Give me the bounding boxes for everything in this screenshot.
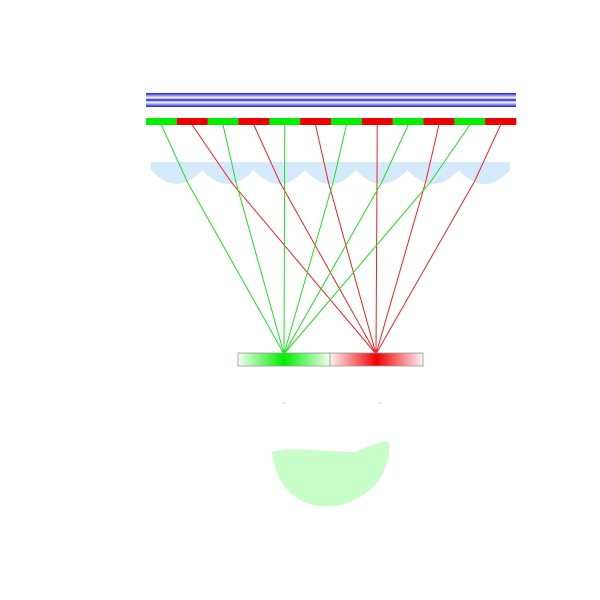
light-rays [160,124,502,355]
pixel-green [146,118,178,125]
focus-bar [237,352,424,367]
focus-bar-red [329,352,424,367]
ray-red [315,124,377,355]
pixel-red [300,118,332,125]
pixel-green [392,118,424,125]
pixel-red [361,118,393,125]
ray-green [283,124,471,355]
lens-strip [151,162,510,184]
ray-green [283,124,409,355]
ray-red [375,124,378,355]
ray-red [253,124,377,355]
pixel-red [238,118,270,125]
pixel-green [454,118,486,125]
pixel-red [176,118,208,125]
ray-red [375,124,502,355]
focus-bar-green [237,352,331,367]
ray-red [375,124,440,355]
eye-lens-shape [272,441,390,507]
pixel-red [485,118,517,125]
ray-red [191,124,377,355]
ray-green [283,124,286,355]
pixel-green [207,118,239,125]
pixel-green [331,118,363,125]
ray-green [222,124,285,355]
microlens-array [151,162,510,184]
ray-green [283,124,347,355]
ray-green [160,124,285,355]
pixel-green [269,118,301,125]
pixel-red [423,118,455,125]
backlight-panel [146,93,516,107]
pixel-row [146,118,517,125]
